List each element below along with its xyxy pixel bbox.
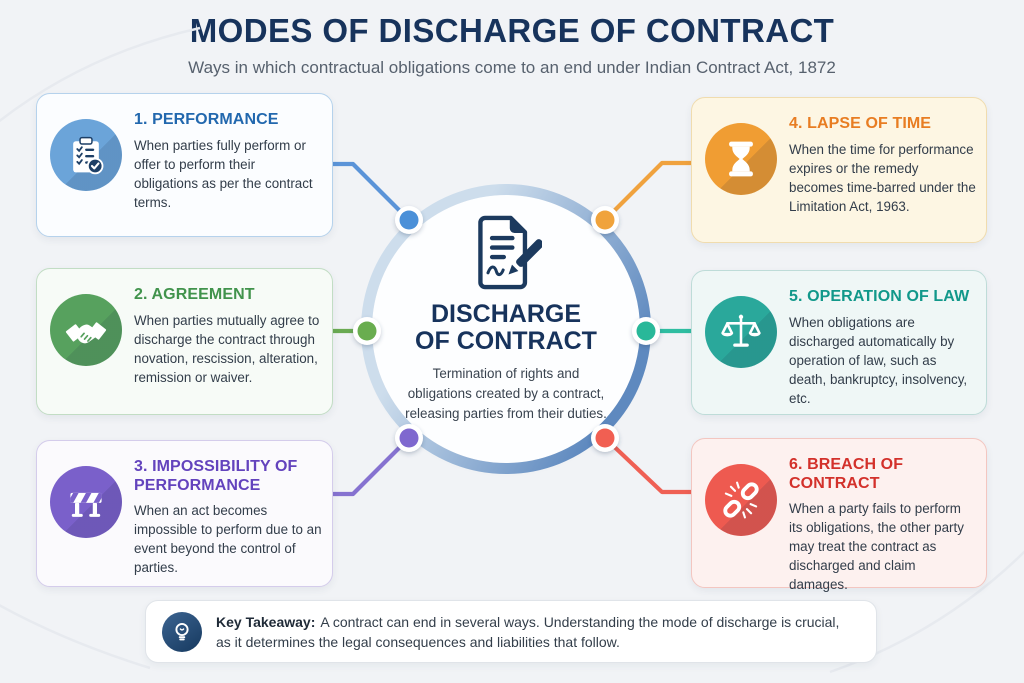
card-title-performance: 1. PERFORMANCE	[134, 111, 279, 128]
barricade-icon	[50, 466, 122, 538]
card-performance: 1. PERFORMANCE When parties fully perfor…	[36, 93, 333, 237]
key-takeaway-bar: Key Takeaway:A contract can end in sever…	[145, 600, 877, 663]
card-impossibility: 3. IMPOSSIBILITY OF PERFORMANCE When an …	[36, 440, 333, 587]
center-description: Termination of rights and obligations cr…	[405, 366, 607, 422]
card-title-breach-of-contract: 6. BREACH OF CONTRACT	[789, 456, 904, 492]
card-title-agreement: 2. AGREEMENT	[134, 286, 255, 303]
handshake-icon	[50, 294, 122, 366]
center-title: DISCHARGE OF CONTRACT	[415, 300, 597, 355]
card-description-operation-of-law: When obligations are discharged automati…	[789, 314, 968, 406]
contract-signing-icon	[388, 212, 624, 292]
card-title-impossibility: 3. IMPOSSIBILITY OF PERFORMANCE	[134, 458, 298, 494]
connector-impossibility	[330, 435, 412, 497]
connector-breach	[602, 435, 694, 495]
connector-lapse-of-time	[602, 160, 694, 223]
card-description-performance: When parties fully perform or offer to p…	[134, 137, 313, 210]
lightbulb-icon	[162, 611, 202, 652]
card-title-lapse-of-time: 4. LAPSE OF TIME	[789, 115, 932, 132]
card-description-lapse-of-time: When the time for performance expires or…	[789, 141, 976, 214]
key-takeaway-label: Key Takeaway:	[216, 613, 316, 630]
page-title: MODES OF DISCHARGE OF CONTRACT	[189, 12, 835, 49]
page-subtitle: Ways in which contractual obligations co…	[188, 58, 836, 77]
card-breach-of-contract: 6. BREACH OF CONTRACT When a party fails…	[691, 438, 987, 592]
dot-impossibility	[395, 424, 423, 452]
card-description-agreement: When parties mutually agree to discharge…	[134, 312, 320, 385]
card-agreement: 2. AGREEMENT When parties mutually agree…	[36, 268, 333, 415]
center-hub: DISCHARGE OF CONTRACT Termination of rig…	[388, 212, 624, 424]
card-description-impossibility: When an act becomes impossible to perfor…	[134, 503, 322, 576]
card-title-operation-of-law: 5. OPERATION OF LAW	[789, 288, 970, 305]
scales-of-justice-icon	[705, 296, 777, 368]
dot-lapse-of-time	[591, 206, 619, 234]
card-description-breach-of-contract: When a party fails to perform its obliga…	[789, 501, 964, 593]
broken-chain-icon	[705, 464, 777, 536]
connector-performance	[330, 161, 412, 223]
dot-performance	[395, 206, 423, 234]
hourglass-icon	[705, 123, 777, 195]
card-operation-of-law: 5. OPERATION OF LAW When obligations are…	[691, 270, 987, 415]
clipboard-check-icon	[50, 119, 122, 191]
dot-operation-of-law	[632, 317, 660, 345]
card-lapse-of-time: 4. LAPSE OF TIME When the time for perfo…	[691, 97, 987, 243]
connector-dots	[353, 206, 660, 452]
key-takeaway-text: Key Takeaway:A contract can end in sever…	[216, 613, 840, 650]
dot-agreement	[353, 317, 381, 345]
dot-breach	[591, 424, 619, 452]
